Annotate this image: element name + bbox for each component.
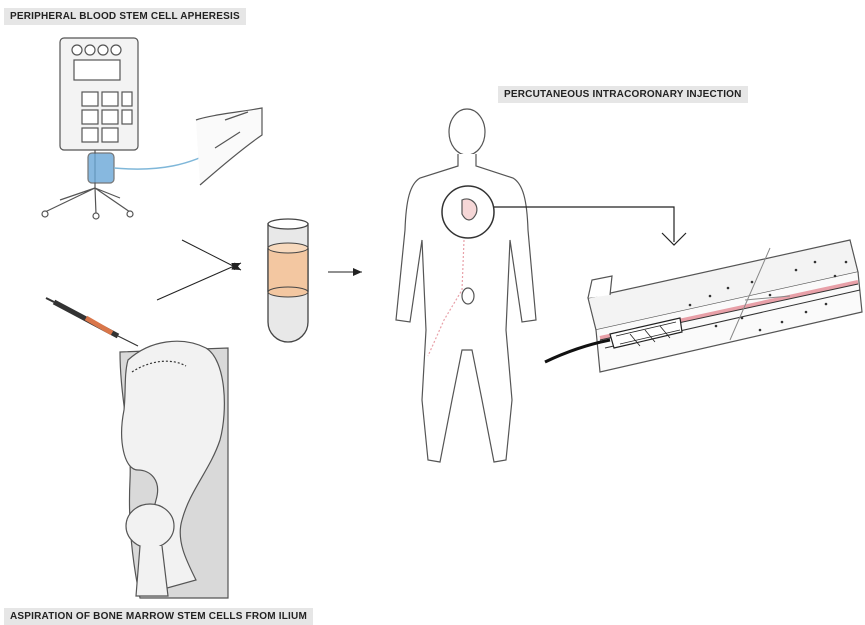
bone-marrow-aspiration-illustration [46,298,228,598]
arrow-marrow-to-tube [157,263,241,300]
apheresis-machine-illustration [42,38,262,219]
coronary-artery-illustration [545,240,862,372]
arrow-apheresis-to-tube [182,240,241,270]
test-tube-illustration [268,219,308,342]
patient-body-illustration [396,109,536,462]
